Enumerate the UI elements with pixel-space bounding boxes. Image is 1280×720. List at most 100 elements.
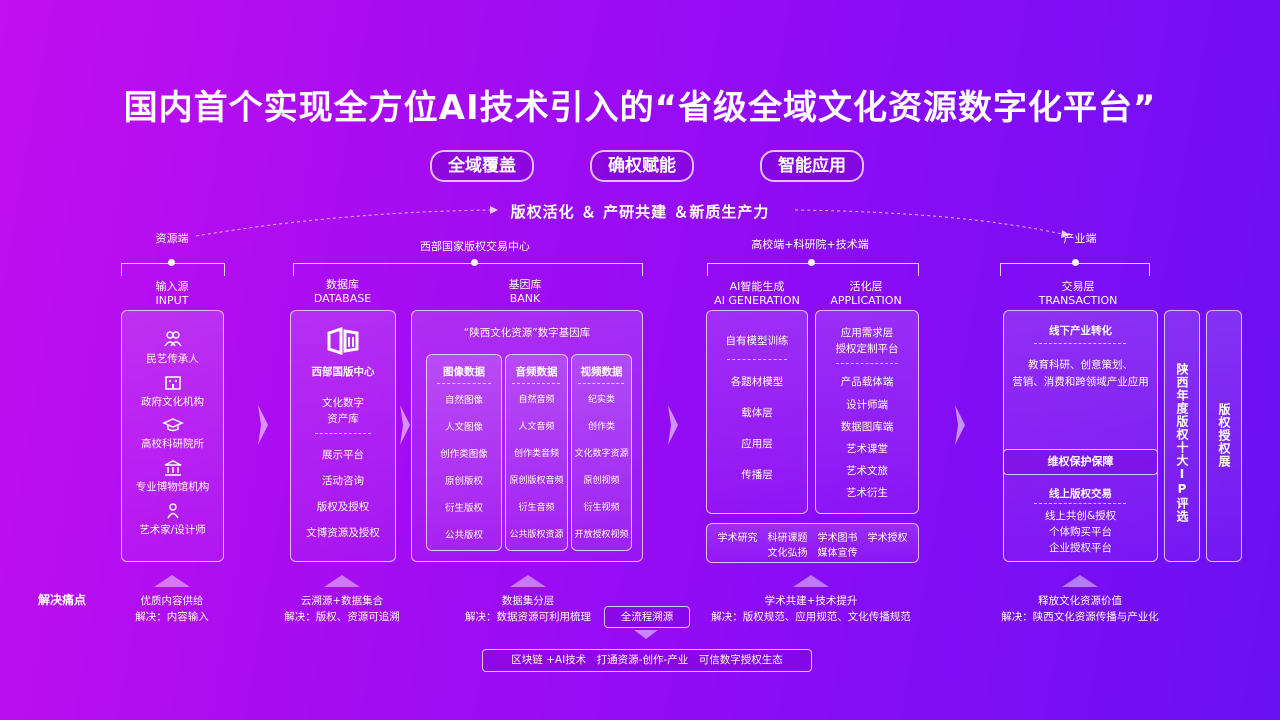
offline-line1: 教育科研、创意策划、	[1028, 359, 1133, 371]
app-item: 艺术课堂	[846, 443, 888, 455]
dot-industry	[1072, 259, 1079, 266]
ai-item: 传播层	[741, 469, 773, 481]
bank-col-item: 创作类图像	[440, 449, 488, 460]
flow-chevron-1	[258, 405, 268, 445]
bank-col-item: 人文图像	[444, 422, 483, 433]
ai-item: 各题材模型	[730, 376, 784, 388]
bank-col-item: 衍生视频	[583, 503, 620, 513]
academic-line2: 文化弘扬 媒体宣传	[767, 548, 858, 559]
divider	[1034, 343, 1126, 344]
full-trace-arrow	[634, 630, 658, 639]
divider	[1034, 503, 1126, 504]
side-box-top-ip-text: 陕西年度版权十大IP评选	[1175, 363, 1189, 523]
database-item-events: 活动咨询	[322, 475, 364, 487]
online-item: 企业授权平台	[1049, 542, 1112, 554]
bank-panel: “陕西文化资源”数字基因库	[411, 310, 643, 562]
transaction-panel: 线下产业转化 教育科研、创意策划、 营销、消费和跨领域产业应用 维权保护保障 线…	[1003, 310, 1158, 562]
bank-title-en: BANK	[509, 292, 541, 305]
bank-col-item: 文化数字资源	[574, 449, 629, 459]
bank-col-image: 图像数据 自然图像 人文图像 创作类图像 原创版权 衍生版权 公共版权	[426, 354, 502, 551]
asset-title-line1: 文化数字	[322, 397, 364, 409]
bank-col-item: 原创版权音频	[509, 476, 564, 486]
flow-chevron-2	[400, 405, 410, 445]
input-panel: 民艺传承人 政府文化机构 高校科研院所 专业博物馆机构 艺术家/设计师	[121, 310, 224, 562]
bank-col-item: 自然图像	[444, 395, 483, 406]
dot-university	[808, 259, 815, 266]
ai-title-cn: AI智能生成	[729, 280, 785, 293]
person-icon	[166, 503, 180, 523]
divider	[727, 359, 787, 360]
west-center-logo-icon	[327, 326, 359, 359]
divider	[512, 383, 560, 384]
bank-panel-title: “陕西文化资源”数字基因库	[463, 327, 591, 339]
database-title-en: DATABASE	[313, 292, 372, 305]
pain-label: 解决痛点	[38, 593, 87, 607]
protect-bar: 维权保护保障	[1003, 449, 1158, 475]
database-item-rights: 版权及授权	[316, 501, 370, 513]
online-item: 线上共创&授权	[1044, 510, 1117, 522]
divider	[836, 363, 898, 364]
bank-col-item: 自然音频	[518, 395, 555, 405]
input-item-museum: 专业博物馆机构	[135, 481, 210, 493]
asset-title-line2: 资产库	[327, 413, 359, 425]
side-box-rights-show-text: 版权授权展	[1217, 403, 1231, 468]
pain-arrow-2	[324, 575, 360, 587]
bank-col-audio: 音频数据 自然音频 人文音频 创作类音频 原创版权音频 衍生音频 公共版权资源	[505, 354, 568, 551]
app-title-cn: 活化层	[849, 280, 883, 293]
app-head1: 应用需求层	[840, 327, 894, 339]
full-trace-box: 全流程溯源	[604, 606, 690, 628]
app-item: 艺术文旅	[846, 465, 888, 477]
ai-head: 自有模型训练	[725, 335, 789, 347]
input-item-university: 高校科研院所	[141, 438, 204, 450]
app-panel: 应用需求层 授权定制平台 产品载体端 设计师端 数据图库端 艺术课堂 艺术文旅 …	[815, 310, 919, 514]
bank-col-item: 衍生音频	[518, 503, 555, 513]
bank-title-cn: 基因库	[508, 278, 542, 291]
pain-title-2: 云溯源+数据集合	[300, 595, 384, 607]
pain-desc-4: 解决：版权规范、应用规范、文化传播规范	[711, 611, 911, 623]
museum-icon	[164, 460, 182, 480]
app-item: 艺术衍生	[846, 487, 888, 499]
flow-chevron-3	[668, 405, 678, 445]
pain-title-1: 优质内容供给	[140, 595, 204, 607]
app-title-en: APPLICATION	[830, 294, 902, 307]
divider	[315, 433, 371, 434]
online-item: 个体购买平台	[1049, 526, 1112, 538]
dot-west-center	[471, 259, 478, 266]
input-item-gov-culture: 政府文化机构	[141, 396, 204, 408]
west-center-logo-label: 西部国版中心	[311, 366, 375, 378]
pain-title-5: 释放文化资源价值	[1038, 595, 1122, 607]
bank-col-item: 公共版权资源	[509, 530, 564, 540]
pill-rights: 确权赋能	[590, 150, 694, 182]
bracket-west-center	[293, 263, 643, 276]
bank-col-item: 开放授权视频	[574, 530, 629, 540]
pain-arrow-3	[510, 575, 546, 587]
bank-col-item: 原创版权	[444, 476, 483, 487]
input-item-artist: 艺术家/设计师	[139, 524, 206, 536]
divider	[578, 383, 624, 384]
label-university-end: 高校端+科研院+技术端	[751, 238, 869, 251]
bank-col-item: 公共版权	[444, 530, 483, 541]
bank-col-item: 创作类音频	[513, 449, 559, 459]
transaction-title-cn: 交易层	[1061, 280, 1095, 293]
pain-title-4: 学术共建+技术提升	[764, 595, 858, 607]
offline-title: 线下产业转化	[1049, 325, 1112, 337]
transaction-title-en: TRANSACTION	[1038, 294, 1118, 307]
bank-col-title: 视频数据	[580, 366, 623, 378]
tagline: 版权活化 ＆ 产研共建 ＆新质生产力	[510, 203, 770, 221]
input-title-cn: 输入源	[155, 280, 189, 293]
database-item-museum-res: 文博资源及授权	[306, 527, 380, 539]
app-item: 产品载体端	[840, 376, 894, 388]
input-item-folk-artist: 民艺传承人	[146, 353, 199, 365]
database-panel: 西部国版中心 文化数字 资产库 展示平台 活动咨询 版权及授权 文博资源及授权	[290, 310, 396, 562]
divider	[437, 383, 491, 384]
pain-title-3: 数据集分层	[501, 595, 555, 607]
app-item: 数据图库端	[840, 421, 894, 433]
pill-coverage: 全域覆盖	[430, 150, 534, 182]
bank-col-title: 图像数据	[443, 366, 485, 378]
flow-chevron-4	[955, 405, 965, 445]
ai-title-en: AI GENERATION	[714, 294, 800, 307]
bank-col-item: 衍生版权	[444, 503, 483, 514]
pain-arrow-5	[1062, 575, 1098, 587]
pain-desc-3: 解决：数据资源可利用梳理	[465, 611, 591, 623]
